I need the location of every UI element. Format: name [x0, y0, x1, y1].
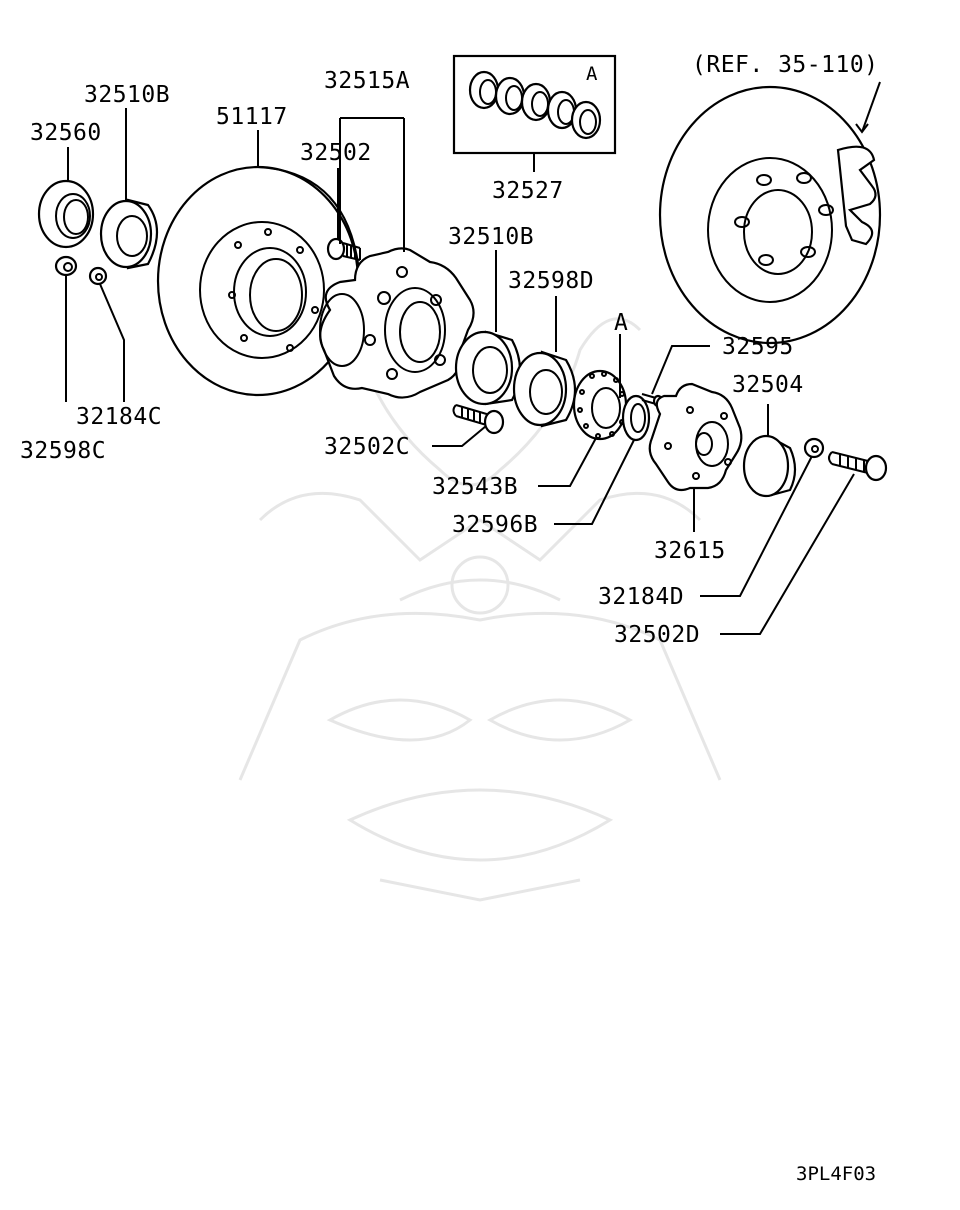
- label-32504: 32504: [732, 372, 804, 398]
- label-32598d: 32598D: [508, 268, 594, 294]
- snap-ring-32596b: [621, 394, 651, 442]
- label-32184c: 32184C: [76, 404, 162, 430]
- bolt-32502c: [452, 404, 505, 435]
- oil-seal-32560: [37, 179, 95, 249]
- bearing-32510b-left: [99, 198, 158, 270]
- label-51117: 51117: [216, 104, 288, 130]
- nut-32184c: [88, 266, 108, 286]
- leader-lines: [65, 81, 881, 635]
- race-32598d: [512, 350, 576, 428]
- front-hub-32515a: [319, 247, 475, 399]
- brake-disc-51117: [156, 165, 361, 397]
- hub-cap-32504: [742, 434, 797, 498]
- reference-disc-assembly: [658, 85, 882, 345]
- label-32596b: 32596B: [452, 512, 538, 538]
- cap-32598c: [54, 255, 78, 277]
- lock-washer-32543b: [572, 369, 628, 441]
- label-32615: 32615: [654, 538, 726, 564]
- label-32543b: 32543B: [432, 474, 518, 500]
- bearing-32510b-mid: [454, 330, 522, 406]
- label-32502d: 32502D: [614, 622, 700, 648]
- label-32598c: 32598C: [20, 438, 106, 464]
- label-32595: 32595: [722, 334, 794, 360]
- label-marker-a: A: [614, 310, 628, 336]
- flange-32615: [648, 382, 743, 492]
- label-32510b-left: 32510B: [84, 82, 170, 108]
- bolt-32502d: [828, 451, 888, 482]
- label-32502: 32502: [300, 140, 372, 166]
- diagram-code: 3PL4F03: [796, 1163, 876, 1185]
- nut-32184d: [803, 437, 825, 459]
- label-32527: 32527: [492, 178, 564, 204]
- label-32515a: 32515A: [324, 68, 410, 94]
- label-32184d: 32184D: [598, 584, 684, 610]
- seal-kit-box-32527: [452, 54, 617, 155]
- kit-marker-a: A: [586, 63, 598, 85]
- watermark-emblem: [238, 317, 722, 902]
- label-32510b-mid: 32510B: [448, 224, 534, 250]
- label-32502c: 32502C: [324, 434, 410, 460]
- label-32560: 32560: [30, 120, 102, 146]
- ref-note: (REF. 35-110): [692, 52, 879, 78]
